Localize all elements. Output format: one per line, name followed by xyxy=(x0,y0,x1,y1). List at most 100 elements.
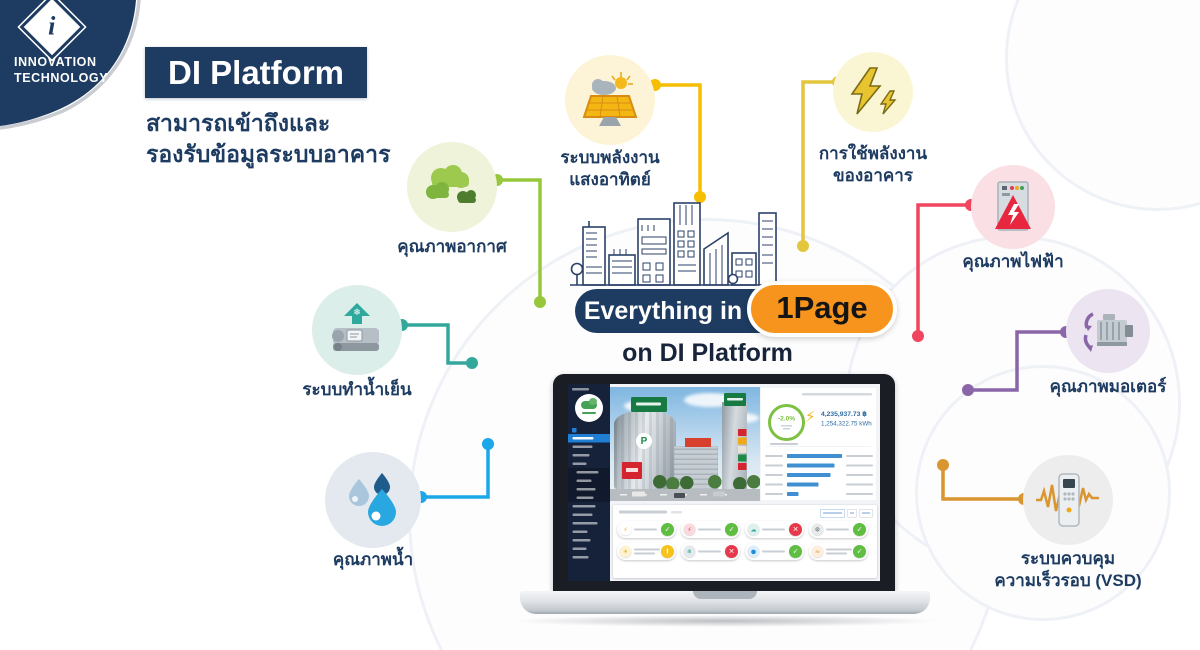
clouds-icon xyxy=(426,165,476,203)
sidebar-menu-item[interactable] xyxy=(568,545,610,554)
panel-title-text xyxy=(802,393,872,396)
sidebar-menu-item[interactable] xyxy=(568,460,610,469)
chiller-connector xyxy=(400,323,474,365)
water-quality-node xyxy=(325,452,421,548)
vsd-node xyxy=(1023,455,1113,545)
tower-sign xyxy=(724,393,746,406)
sidebar-menu xyxy=(568,434,610,562)
sidebar-menu-item[interactable] xyxy=(568,536,610,545)
brand-line2: TECHNOLOGY xyxy=(14,70,109,85)
lightning-icon: ⚡ xyxy=(619,523,632,536)
status-pill-text xyxy=(634,543,660,560)
status-pill-text xyxy=(762,521,788,538)
sidebar-menu-item[interactable] xyxy=(568,511,610,520)
energy-connector xyxy=(801,80,840,248)
one-page-pill: 1Page xyxy=(747,281,897,337)
page-subtitle: สามารถเข้าถึงและ รองรับข้อมูลระบบอาคาร xyxy=(146,110,391,168)
sidebar-menu-item[interactable] xyxy=(568,528,610,537)
status-pill[interactable]: ☀! xyxy=(617,543,676,560)
mall-banner xyxy=(622,462,642,479)
stat-bar-row xyxy=(765,461,873,471)
svg-text:❄: ❄ xyxy=(353,308,361,318)
sidebar-menu-item[interactable] xyxy=(568,451,610,460)
motor-icon xyxy=(1083,312,1133,352)
electrical-label: คุณภาพไฟฟ้า xyxy=(962,252,1064,271)
stat-bar-row xyxy=(765,451,873,461)
sidebar-menu-item[interactable] xyxy=(568,553,610,562)
solar-connector xyxy=(653,83,702,199)
mall-roof-sign xyxy=(631,397,667,412)
energy-summary-panel: -2.0% ⚡ 4,235,937.73 ฿ 1,254,322.75 kWh xyxy=(760,387,877,501)
sidebar-menu-item[interactable] xyxy=(568,434,610,443)
chiller-icon: ❄ xyxy=(683,545,696,558)
sidebar-menu-item[interactable] xyxy=(568,476,610,485)
status-pill[interactable]: ≈✓ xyxy=(809,543,868,560)
on-di-platform-caption: on DI Platform xyxy=(622,339,793,367)
status-pill[interactable]: ●✓ xyxy=(745,543,804,560)
road xyxy=(610,489,760,501)
status-pill-text xyxy=(762,543,788,560)
sidebar-menu-item[interactable] xyxy=(568,485,610,494)
status-warning-icon: ! xyxy=(661,545,674,558)
sidebar-menu-item[interactable] xyxy=(568,519,610,528)
status-pill-text xyxy=(698,543,724,560)
solar-label: ระบบพลังงานแสงอาทิตย์ xyxy=(560,148,660,190)
motor-quality-node xyxy=(1066,289,1150,373)
status-pill[interactable]: ❄✕ xyxy=(681,543,740,560)
water-label: คุณภาพน้ำ xyxy=(332,550,414,569)
mall-logo: P xyxy=(636,433,652,449)
pagination-control[interactable] xyxy=(859,509,873,518)
air-label: คุณภาพอากาศ xyxy=(397,237,507,256)
status-pill[interactable]: ☁✕ xyxy=(745,521,804,538)
energy-label: การใช้พลังงานของอาคาร xyxy=(818,144,928,186)
page-title: DI Platform xyxy=(145,47,367,98)
mid-sign xyxy=(685,438,711,447)
air-quality-node xyxy=(407,142,497,232)
laptop-notch xyxy=(693,591,757,599)
city-skyline-illustration xyxy=(570,202,778,286)
electrical-icon: ⚡ xyxy=(683,523,696,536)
stat-bar-row xyxy=(765,489,873,499)
electrical-connector xyxy=(916,203,973,338)
energy-value: 1,254,322.75 kWh xyxy=(821,420,872,427)
sidebar-home-icon[interactable] xyxy=(572,428,577,433)
sidebar-menu-item[interactable] xyxy=(568,468,610,477)
motor-icon: ⚙ xyxy=(811,523,824,536)
logo-tree-icon xyxy=(581,398,597,409)
vsd-icon: ≈ xyxy=(811,545,824,558)
status-pill-text xyxy=(634,521,660,538)
status-error-icon: ✕ xyxy=(725,545,738,558)
dashboard-sidebar xyxy=(568,384,610,581)
sidebar-menu-item[interactable] xyxy=(568,502,610,511)
laptop-mockup: P xyxy=(510,372,940,637)
stat-bar-row xyxy=(765,480,873,490)
solar-node xyxy=(565,55,655,145)
pagination-control[interactable] xyxy=(847,509,857,518)
status-ok-icon: ✓ xyxy=(789,545,802,558)
status-pill-text xyxy=(826,521,852,538)
brand-line1: INNOVATION xyxy=(14,55,97,69)
brand-name: INNOVATION TECHNOLOGY xyxy=(14,55,108,86)
status-ok-icon: ✓ xyxy=(853,523,866,536)
status-pill-text xyxy=(826,543,852,560)
sidebar-menu-item[interactable] xyxy=(568,443,610,452)
pagination-control[interactable] xyxy=(820,509,845,518)
stat-bar-row xyxy=(765,470,873,480)
water-connector xyxy=(419,442,490,499)
electrical-cabinet-icon xyxy=(995,181,1031,231)
chiller-icon: ❄ xyxy=(332,303,379,351)
status-pill-text xyxy=(698,521,724,538)
status-pill[interactable]: ⚡✓ xyxy=(681,521,740,538)
status-ok-icon: ✓ xyxy=(725,523,738,536)
bolt-icon: ⚡ xyxy=(805,408,816,426)
sidebar-menu-item[interactable] xyxy=(568,493,610,502)
status-ok-icon: ✓ xyxy=(853,545,866,558)
electrical-quality-node xyxy=(971,165,1055,249)
status-pill[interactable]: ⚙✓ xyxy=(809,521,868,538)
air-connector xyxy=(495,178,542,304)
status-pill[interactable]: ⚡✓ xyxy=(617,521,676,538)
brand-logo-glyph: i xyxy=(48,11,56,41)
air-icon: ☁ xyxy=(747,523,760,536)
lightning-bolts-icon xyxy=(850,67,897,115)
sidebar-logo xyxy=(575,394,603,422)
